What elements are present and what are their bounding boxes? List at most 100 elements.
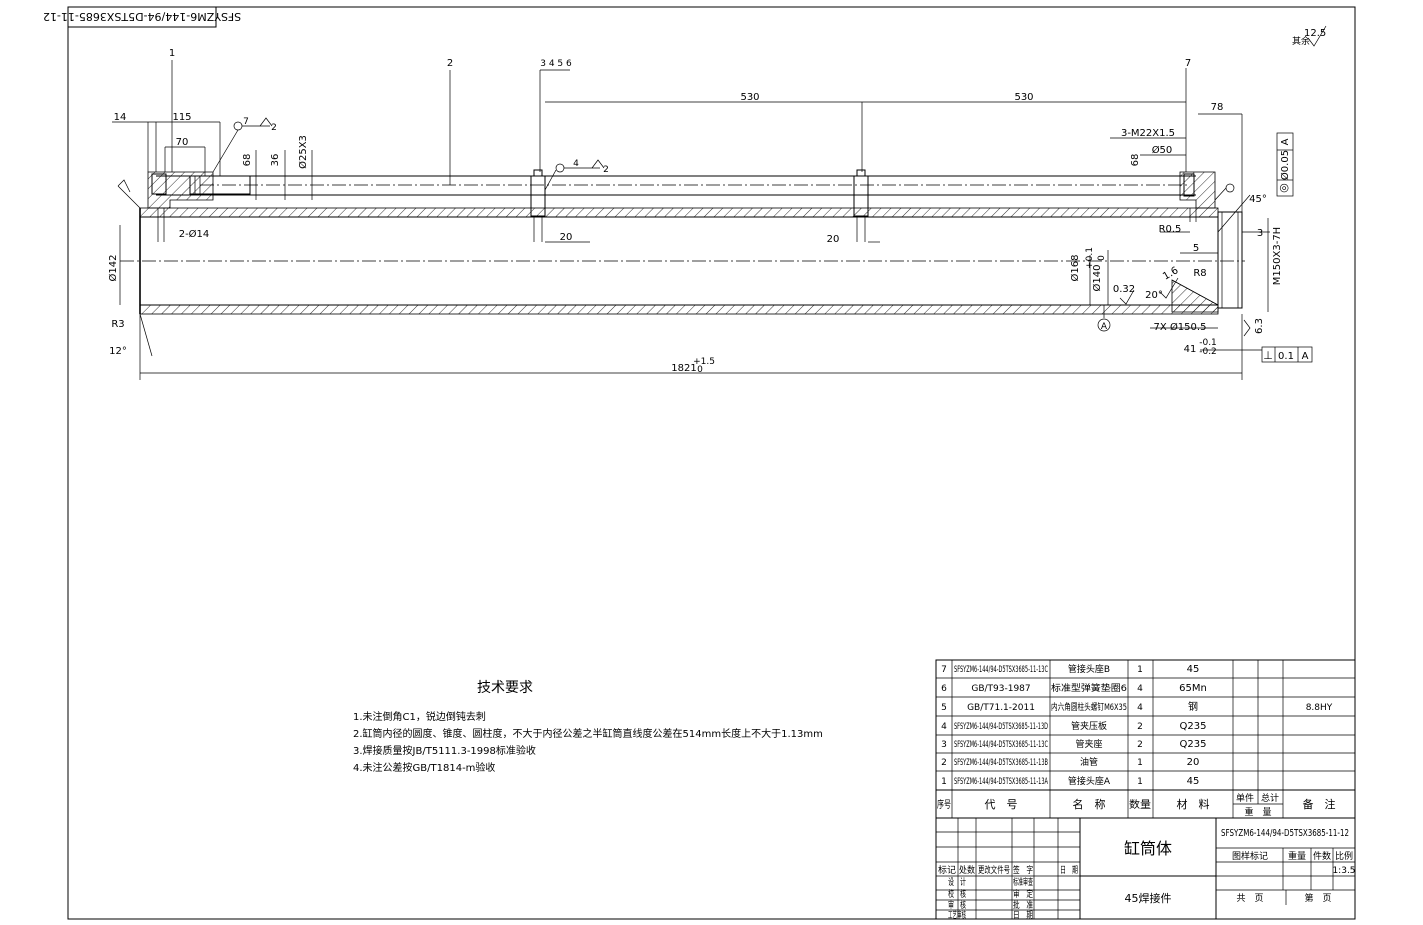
part-label-3456: 3 4 5 6 — [540, 59, 572, 69]
svg-text:2: 2 — [941, 758, 947, 768]
svg-text:M150X3-7H: M150X3-7H — [1272, 227, 1283, 285]
svg-text:比例: 比例 — [1335, 850, 1353, 862]
svg-text:审 核: 审 核 — [948, 899, 966, 911]
svg-text:-0.2: -0.2 — [1199, 347, 1217, 357]
svg-text:标准审查: 标准审查 — [1013, 876, 1033, 888]
tolerance-frame-perpendicularity: ⊥ 0.1 A — [1261, 346, 1313, 363]
svg-text:R0.5: R0.5 — [1159, 224, 1182, 235]
tech-req-item: 1.未注倒角C1，锐边倒钝去刺 — [353, 710, 486, 723]
part-name: 缸筒体 — [1124, 839, 1172, 858]
svg-text:SFSYZM6-144/94-D5TSX3685-11-13: SFSYZM6-144/94-D5TSX3685-11-13C — [954, 665, 1048, 675]
svg-text:1.6: 1.6 — [1161, 265, 1180, 282]
joint-block-b — [1179, 171, 1216, 209]
svg-text:1:3.5: 1:3.5 — [1332, 866, 1355, 876]
svg-text:管夹座: 管夹座 — [1075, 738, 1102, 750]
svg-text:530: 530 — [740, 92, 759, 103]
svg-text:2: 2 — [271, 123, 277, 133]
svg-text:6: 6 — [941, 684, 947, 694]
svg-text:Ø140: Ø140 — [1091, 265, 1103, 292]
tube-top-wall — [139, 207, 1219, 218]
svg-text:2: 2 — [1137, 740, 1143, 750]
svg-text:5: 5 — [1193, 243, 1199, 254]
tube-bottom-wall — [139, 304, 1219, 315]
svg-text:SFSYZM6-144/94-D5TSX3685-11-13: SFSYZM6-144/94-D5TSX3685-11-13D — [954, 722, 1048, 732]
tech-req-item: 3.焊接质量按JB/T5111.3-1998标准验收 — [353, 744, 536, 757]
svg-text:7: 7 — [243, 117, 249, 127]
svg-text:第 页: 第 页 — [1304, 892, 1331, 904]
tech-req-item: 4.未注公差按GB/T1814-m验收 — [353, 761, 495, 774]
svg-text:批 准: 批 准 — [1013, 899, 1033, 911]
svg-text:R3: R3 — [111, 319, 124, 330]
svg-text:Ø50: Ø50 — [1152, 144, 1173, 156]
svg-text:⊥: ⊥ — [1263, 349, 1273, 362]
svg-text:日 期: 日 期 — [1013, 910, 1033, 921]
svg-text:115: 115 — [172, 112, 191, 123]
svg-text:件数: 件数 — [1313, 850, 1331, 862]
svg-text:6.3: 6.3 — [1254, 318, 1265, 334]
svg-text:Ø168: Ø168 — [1069, 255, 1081, 282]
svg-text:共 页: 共 页 — [1236, 893, 1263, 904]
svg-text:20: 20 — [1187, 757, 1200, 768]
svg-text:1: 1 — [941, 777, 947, 787]
svg-text:校 核: 校 核 — [948, 888, 966, 900]
bom-table: 7 SFSYZM6-144/94-D5TSX3685-11-13C 管接头座B … — [935, 659, 1356, 819]
svg-text:管接头座A: 管接头座A — [1068, 775, 1111, 787]
joint-block-a — [147, 171, 214, 209]
svg-text:Q235: Q235 — [1180, 739, 1207, 750]
svg-text:8.8HY: 8.8HY — [1306, 703, 1333, 713]
svg-text:1821: 1821 — [671, 363, 696, 374]
material-name: 45焊接件 — [1125, 891, 1172, 905]
svg-text:3-M22X1.5: 3-M22X1.5 — [1121, 128, 1175, 139]
svg-text:更改文件号: 更改文件号 — [978, 864, 1010, 876]
svg-text:Ø0.05: Ø0.05 — [1279, 150, 1291, 180]
svg-text:SFSYZM6-144/94-D5TSX3685-11-13: SFSYZM6-144/94-D5TSX3685-11-13A — [954, 777, 1048, 787]
svg-text:序号: 序号 — [937, 798, 951, 811]
drawing-number: SFSYZM6-144/94-D5TSX3685-11-12 — [1221, 828, 1349, 839]
svg-text:65Mn: 65Mn — [1179, 683, 1207, 694]
svg-text:41: 41 — [1184, 344, 1197, 355]
svg-text:20: 20 — [560, 232, 573, 243]
svg-text:4: 4 — [941, 722, 947, 732]
title-block: 标记 处数 更改文件号 签 字 日 期 设 计 校 核 审 核 工艺审核 标准审… — [935, 817, 1356, 921]
svg-text:2: 2 — [603, 165, 609, 175]
svg-text:45°: 45° — [1249, 194, 1267, 205]
svg-text:+0.1: +0.1 — [1085, 247, 1095, 269]
svg-text:备 注: 备 注 — [1303, 797, 1336, 811]
svg-text:A: A — [1302, 351, 1309, 362]
svg-text:Ø25X3: Ø25X3 — [297, 135, 309, 169]
svg-text:代 号: 代 号 — [985, 798, 1018, 811]
svg-text:78: 78 — [1211, 102, 1224, 113]
svg-text:70: 70 — [176, 137, 189, 148]
svg-text:4: 4 — [1137, 703, 1143, 713]
svg-text:4: 4 — [1137, 684, 1143, 694]
svg-text:7: 7 — [941, 665, 947, 675]
svg-text:+1.5: +1.5 — [693, 357, 715, 367]
svg-text:数量: 数量 — [1129, 798, 1151, 811]
svg-text:0.1: 0.1 — [1278, 351, 1294, 362]
svg-text:图样标记: 图样标记 — [1232, 850, 1268, 862]
svg-text:签 字: 签 字 — [1013, 864, 1033, 876]
svg-text:油管: 油管 — [1080, 756, 1098, 768]
tolerance-frame-coaxiality: ◎ Ø0.05 A — [1276, 132, 1294, 197]
svg-text:68: 68 — [1130, 154, 1141, 167]
technical-requirements: 技术要求 1.未注倒角C1，锐边倒钝去刺 2.缸筒内径的圆度、锥度、圆柱度，不大… — [353, 680, 823, 774]
svg-text:12.5: 12.5 — [1304, 28, 1326, 39]
svg-text:7X Ø150.5: 7X Ø150.5 — [1154, 321, 1207, 333]
svg-text:R8: R8 — [1193, 268, 1206, 279]
part-label-1: 1 — [169, 48, 175, 59]
svg-text:1: 1 — [1137, 777, 1143, 787]
svg-text:标记: 标记 — [938, 864, 956, 876]
svg-text:Ø142: Ø142 — [107, 255, 119, 282]
svg-text:530: 530 — [1014, 92, 1033, 103]
svg-text:68: 68 — [242, 154, 253, 167]
svg-text:2-Ø14: 2-Ø14 — [179, 228, 210, 240]
svg-text:0.32: 0.32 — [1113, 284, 1135, 295]
part-label-2: 2 — [447, 58, 453, 69]
svg-text:1: 1 — [1137, 665, 1143, 675]
svg-text:单件: 单件 — [1236, 792, 1254, 804]
thread-end — [1217, 211, 1243, 309]
svg-text:日 期: 日 期 — [1060, 865, 1078, 876]
svg-text:3: 3 — [1257, 228, 1263, 239]
